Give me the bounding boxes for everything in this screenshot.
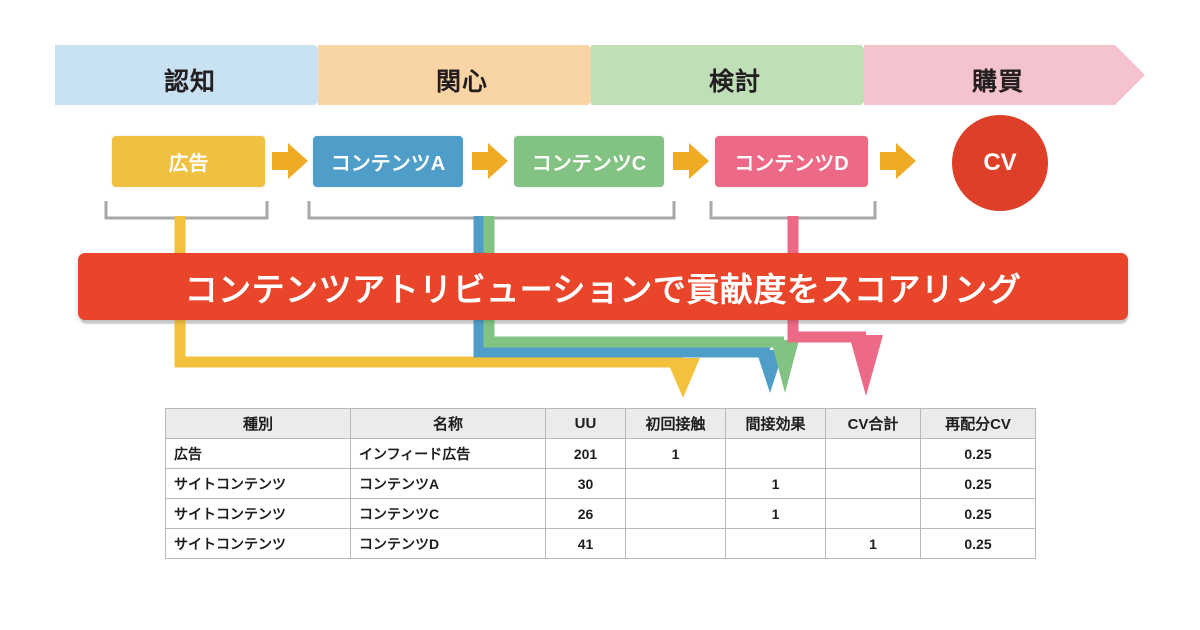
flow-node-content-a[interactable]: コンテンツA	[313, 136, 463, 187]
contentA-attribution-arrowhead	[756, 350, 784, 393]
flow-node-content-d-label: コンテンツD	[734, 153, 849, 175]
cell-type: 広告	[165, 438, 351, 469]
ad-attribution-arrowhead	[666, 358, 700, 398]
cell-realloc: 0.25	[920, 468, 1036, 499]
funnel-chevron-purchase	[864, 45, 1145, 105]
table-row: 広告 インフィード広告 201 1 0.25	[165, 438, 1036, 469]
cell-realloc: 0.25	[920, 438, 1036, 469]
table-col-realloc: 再配分CV	[920, 408, 1036, 439]
grouping-bracket-ad	[104, 201, 269, 220]
banner: コンテンツアトリビューションで貢献度をスコアリング	[78, 253, 1128, 320]
contentA-attribution-arrow	[473, 320, 770, 358]
cell-realloc: 0.25	[920, 528, 1036, 559]
cell-first	[625, 528, 726, 559]
cell-uu: 26	[545, 498, 626, 529]
table-col-type: 種別	[165, 408, 351, 439]
funnel-chevron-awareness	[55, 45, 345, 105]
cell-cvtotal	[825, 468, 921, 499]
table-col-cvtotal: CV合計	[825, 408, 921, 439]
flow-node-ad-label: 広告	[168, 153, 209, 175]
flow-node-content-a-label: コンテンツA	[330, 153, 446, 175]
table-col-first: 初回接触	[625, 408, 726, 439]
table-col-name: 名称	[350, 408, 546, 439]
cell-name: コンテンツA	[350, 468, 546, 499]
flow-node-content-d[interactable]: コンテンツD	[715, 136, 868, 187]
cell-uu: 201	[545, 438, 626, 469]
cell-indirect	[725, 528, 826, 559]
grouping-bracket-last	[709, 201, 877, 220]
cell-first	[625, 498, 726, 529]
cell-realloc: 0.25	[920, 498, 1036, 529]
cell-name: インフィード広告	[350, 438, 546, 469]
cell-name: コンテンツC	[350, 498, 546, 529]
flow-node-content-c[interactable]: コンテンツC	[514, 136, 664, 187]
cell-uu: 30	[545, 468, 626, 499]
cell-name: コンテンツD	[350, 528, 546, 559]
cell-first	[625, 468, 726, 499]
banner-text: コンテンツアトリビューションで貢献度をスコアリング	[184, 270, 1022, 308]
funnel-label-interest: 関心	[435, 68, 488, 96]
right-arrow-icon-3	[673, 143, 709, 179]
funnel-chevron-consideration	[591, 45, 891, 105]
cell-cvtotal	[825, 438, 921, 469]
funnel-label-purchase: 購買	[971, 68, 1024, 96]
contentD-attribution-arrow	[787, 320, 866, 343]
cell-cvtotal: 1	[825, 528, 921, 559]
cell-cvtotal	[825, 498, 921, 529]
grouping-bracket-content	[307, 201, 676, 220]
cell-indirect: 1	[725, 498, 826, 529]
cell-type: サイトコンテンツ	[165, 498, 351, 529]
contentC-attribution-arrow	[483, 320, 784, 348]
table-col-indirect: 間接効果	[725, 408, 826, 439]
cell-type: サイトコンテンツ	[165, 528, 351, 559]
right-arrow-icon-2	[472, 143, 508, 179]
right-arrow-icon-1	[272, 143, 308, 179]
flow-node-ad[interactable]: 広告	[112, 136, 265, 187]
table-col-uu: UU	[545, 408, 626, 439]
contentC-attribution-arrowhead	[771, 340, 799, 393]
attribution-table: 種別 名称 UU 初回接触 間接効果 CV合計 再配分CV 広告 インフィード広…	[165, 408, 1036, 559]
conversion-node-label: CV	[983, 149, 1017, 176]
ad-attribution-arrow	[174, 320, 683, 368]
conversion-node[interactable]: CV	[952, 115, 1048, 211]
cell-first: 1	[625, 438, 726, 469]
cell-type: サイトコンテンツ	[165, 468, 351, 499]
funnel-chevrons	[55, 45, 1145, 105]
funnel-label-awareness: 認知	[163, 68, 216, 96]
contentD-attribution-arrowhead	[849, 335, 883, 396]
table-row: サイトコンテンツ コンテンツA 30 1 0.25	[165, 468, 1036, 499]
funnel-chevron-interest	[318, 45, 618, 105]
table-header-row: 種別 名称 UU 初回接触 間接効果 CV合計 再配分CV	[165, 408, 1036, 439]
table-row: サイトコンテンツ コンテンツD 41 1 0.25	[165, 528, 1036, 559]
table-row: サイトコンテンツ コンテンツC 26 1 0.25	[165, 498, 1036, 529]
cell-uu: 41	[545, 528, 626, 559]
cell-indirect	[725, 438, 826, 469]
cell-indirect: 1	[725, 468, 826, 499]
flow-node-content-c-label: コンテンツC	[531, 153, 647, 175]
right-arrow-icon-4	[880, 143, 916, 179]
funnel-label-consideration: 検討	[708, 68, 761, 96]
grouping-brackets	[104, 201, 877, 220]
